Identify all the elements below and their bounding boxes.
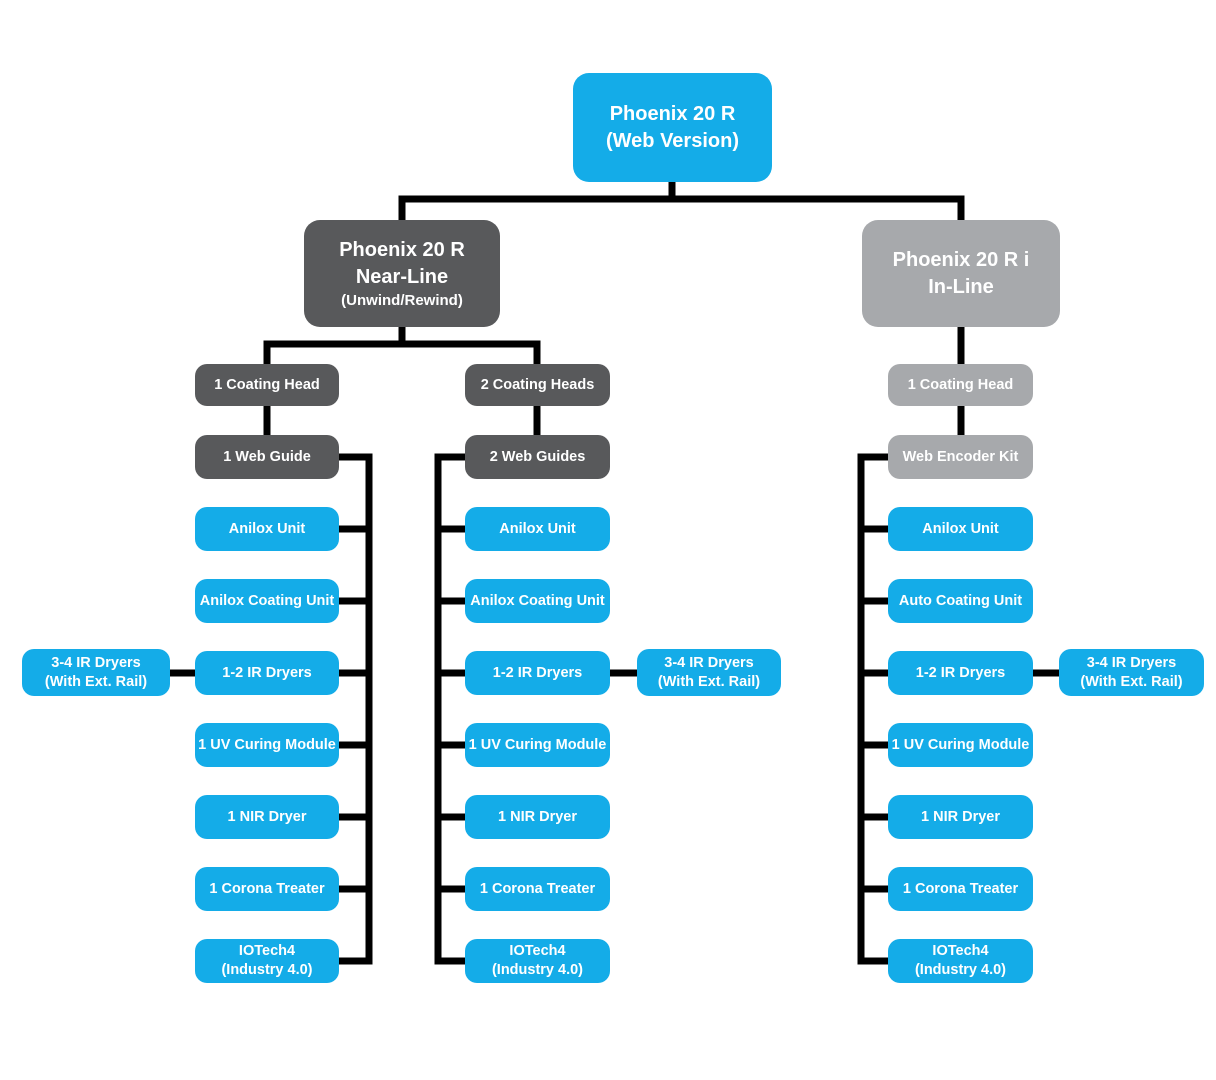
col3-nir-dryer-node: 1 NIR Dryer (888, 795, 1033, 839)
col1-anilox-coating-unit-node: Anilox Coating Unit (195, 579, 339, 623)
col3-anilox-unit-node: Anilox Unit (888, 507, 1033, 551)
col2-web-guides-node: 2 Web Guides (465, 435, 610, 479)
col3-corona-treater-node: 1 Corona Treater (888, 867, 1033, 911)
col1-anilox-unit-node: Anilox Unit (195, 507, 339, 551)
col1-uv-curing-module-node: 1 UV Curing Module (195, 723, 339, 767)
col1-web-guide-node: 1 Web Guide (195, 435, 339, 479)
root-node-phoenix-20r-web: Phoenix 20 R (Web Version) (573, 73, 772, 182)
col2-iotech4-node: IOTech4 (Industry 4.0) (465, 939, 610, 983)
col3-ext-rail-ir-dryers-node: 3-4 IR Dryers (With Ext. Rail) (1059, 649, 1204, 696)
near-line-node: Phoenix 20 R Near-Line (Unwind/Rewind) (304, 220, 500, 327)
col3-auto-coating-unit-node: Auto Coating Unit (888, 579, 1033, 623)
near-line-title: Phoenix 20 R Near-Line (339, 238, 465, 288)
col3-ir-dryers-node: 1-2 IR Dryers (888, 651, 1033, 695)
col1-corona-treater-node: 1 Corona Treater (195, 867, 339, 911)
col2-ext-rail-ir-dryers-node: 3-4 IR Dryers (With Ext. Rail) (637, 649, 781, 696)
col3-coating-head-node: 1 Coating Head (888, 364, 1033, 406)
col2-coating-heads-node: 2 Coating Heads (465, 364, 610, 406)
col1-nir-dryer-node: 1 NIR Dryer (195, 795, 339, 839)
col1-ir-dryers-node: 1-2 IR Dryers (195, 651, 339, 695)
col1-iotech4-node: IOTech4 (Industry 4.0) (195, 939, 339, 983)
col2-corona-treater-node: 1 Corona Treater (465, 867, 610, 911)
col2-anilox-coating-unit-node: Anilox Coating Unit (465, 579, 610, 623)
col3-uv-curing-module-node: 1 UV Curing Module (888, 723, 1033, 767)
col3-iotech4-node: IOTech4 (Industry 4.0) (888, 939, 1033, 983)
col2-nir-dryer-node: 1 NIR Dryer (465, 795, 610, 839)
col2-uv-curing-module-node: 1 UV Curing Module (465, 723, 610, 767)
col2-ir-dryers-node: 1-2 IR Dryers (465, 651, 610, 695)
col3-web-encoder-kit-node: Web Encoder Kit (888, 435, 1033, 479)
col1-ext-rail-ir-dryers-node: 3-4 IR Dryers (With Ext. Rail) (22, 649, 170, 696)
in-line-node: Phoenix 20 R i In-Line (862, 220, 1060, 327)
near-line-subtitle: (Unwind/Rewind) (341, 291, 463, 309)
col2-anilox-unit-node: Anilox Unit (465, 507, 610, 551)
col1-coating-head-node: 1 Coating Head (195, 364, 339, 406)
